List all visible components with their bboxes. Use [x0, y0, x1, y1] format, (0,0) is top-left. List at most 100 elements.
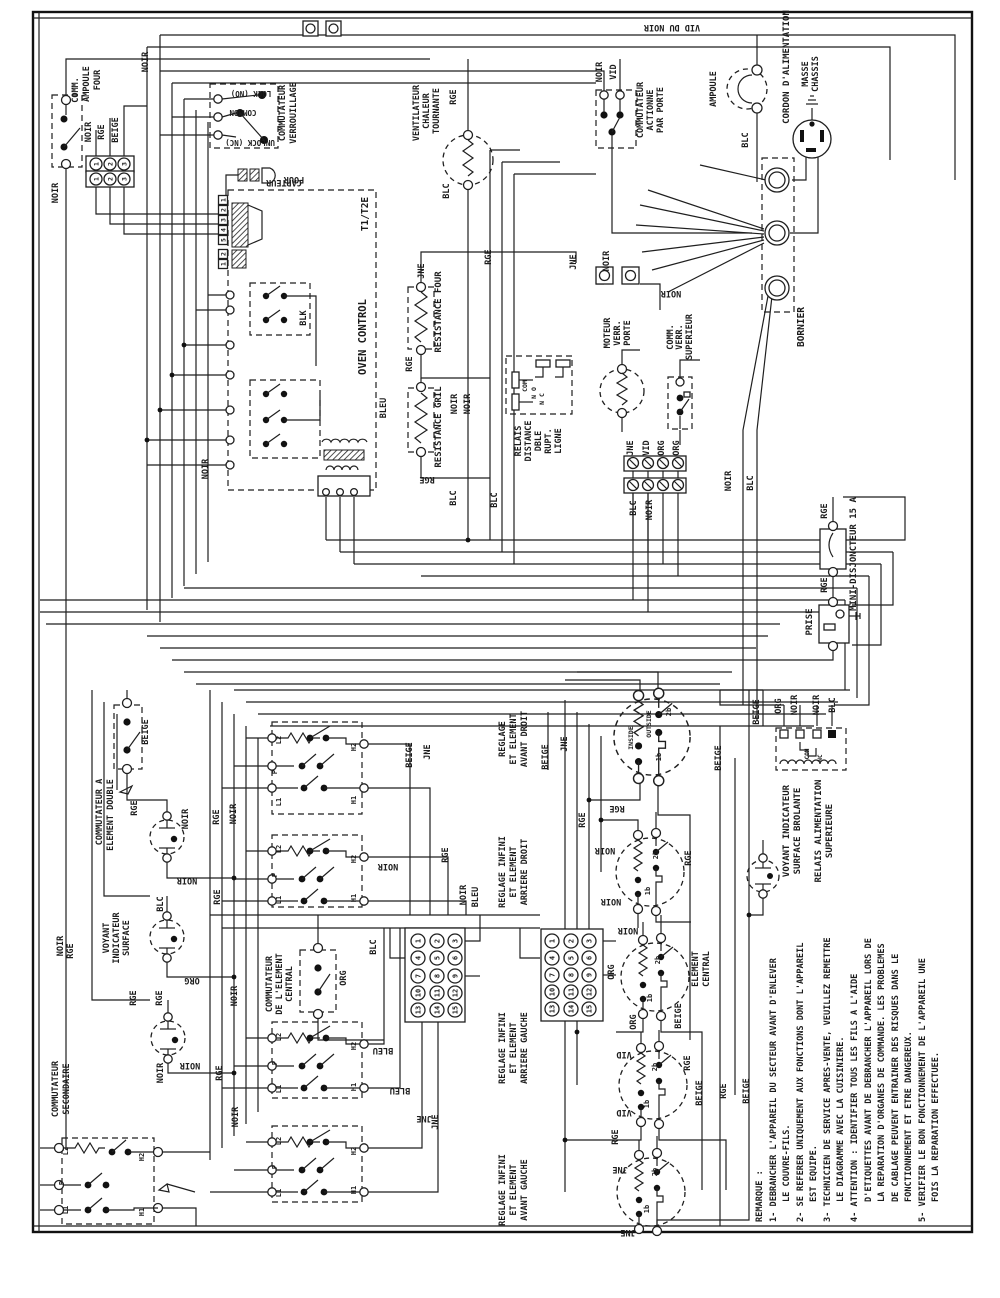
- wire-jne: JNE: [612, 1164, 627, 1174]
- sw-l2: L2: [62, 1147, 70, 1155]
- comm-secondaire-2: SECONDAIRE: [62, 1063, 72, 1114]
- note-line: 3- TECHNICIEN DE SERVICE APRES-VENTE, VE…: [823, 937, 833, 1222]
- oven-lamp: [726, 64, 768, 114]
- right-terminal-grid-terminal: [544, 1001, 560, 1017]
- wire-org: ORG: [657, 440, 667, 455]
- commutateur-verrouillage-1: COMMUTATEUR: [278, 84, 288, 141]
- note-line: LE COUVRE-FILS.: [782, 1124, 792, 1202]
- left-terminal-grid-terminal: [410, 950, 426, 966]
- wire-noir: NOIR: [594, 845, 615, 855]
- left-terminal-grid-number: 14: [434, 1006, 442, 1014]
- wire-noir: NOIR: [51, 182, 61, 203]
- wire-rge: RGE: [683, 1055, 693, 1070]
- right-terminal-grid-terminal: [563, 1001, 579, 1017]
- right-terminal-grid-number: 6: [586, 956, 594, 960]
- wire-beige: BEIGE: [405, 742, 415, 768]
- reglage-avant-gauche-2: ET ELEMENT: [509, 1164, 519, 1215]
- lamp-strip-bottom-number: 1: [93, 177, 101, 181]
- lamp-strip-bottom-terminal: [103, 172, 117, 186]
- wire-noir: NOIR: [377, 861, 398, 871]
- door-plunger-switches: [302, 20, 342, 37]
- right-terminal-grid-terminal: [563, 967, 579, 983]
- comm-element-central-3: CENTRAL: [285, 966, 295, 1002]
- wire-org: ORG: [607, 964, 617, 979]
- wire-bleu: BLEU: [471, 887, 481, 907]
- reglage-arriere-gauche-3: ARRIERE GAUCHE: [520, 1012, 530, 1084]
- wire-rge: RGE: [212, 809, 222, 824]
- oven-connector-strip-b-terminal: [217, 258, 229, 270]
- double-element-switch: [113, 697, 143, 795]
- wire-blc: BLC: [629, 500, 639, 515]
- ampoule: AMPOULE: [709, 71, 719, 107]
- door-switch: [595, 89, 637, 149]
- left-terminal-grid-number: 13: [415, 1006, 423, 1014]
- wire-beige: BEIGE: [752, 699, 762, 725]
- wire-bleu: BLEU: [373, 1045, 393, 1055]
- lamp-strip-bottom-terminal: [117, 172, 131, 186]
- oven-connector-strip-a-terminal: [217, 224, 229, 236]
- sw-h2: H2: [350, 743, 358, 751]
- unlock-nc: UNLOCK (NC): [225, 138, 275, 147]
- oven-control: [225, 189, 377, 491]
- wire-noir: NOIR: [450, 393, 460, 414]
- wire-noir: NOIR: [229, 803, 239, 824]
- lock-plunger-switches: [595, 266, 640, 285]
- left-terminal-grid-terminal: [410, 933, 426, 949]
- right-terminal-grid-terminal: [544, 967, 560, 983]
- wire-beige: BEIGE: [695, 1080, 705, 1106]
- wire-jne: JNE: [620, 1227, 635, 1237]
- left-terminal-grid-terminal: [429, 985, 445, 1001]
- note-line: 4- ATTENTION : IDENTIFIER TOUS LES FILS …: [850, 974, 860, 1222]
- left-terminal-grid-number: 11: [434, 989, 442, 997]
- wire-rge: RGE: [484, 249, 494, 264]
- wire-org: ORG: [629, 1014, 639, 1029]
- note-line: LE DIAGRAMME AVEC LA CUISINIERE.: [836, 1036, 846, 1202]
- sw-h2: H2: [138, 1153, 146, 1161]
- wire-rge: RGE: [97, 124, 107, 139]
- right-terminal-grid-number: 1: [549, 939, 557, 943]
- lock-switch: [209, 83, 279, 149]
- wire-noir: NOIR: [230, 985, 240, 1006]
- right-terminal-grid-number: 9: [586, 973, 594, 977]
- contact-1b: 1b: [646, 994, 654, 1002]
- relais-distance-3: DBLE: [534, 431, 544, 451]
- note-line: 5- VERIFIER LE BON FONCTIONNEMENT DE L'A…: [918, 958, 928, 1222]
- sw-l2: L2: [275, 1033, 283, 1041]
- right-terminal-grid-number: 12: [586, 988, 594, 996]
- page-border: [31, 10, 974, 1234]
- sw-l2: L2: [275, 1137, 283, 1145]
- wire-rge: RGE: [684, 850, 694, 865]
- lamp-strip-top-terminal: [89, 157, 103, 171]
- voyant-indicateur-3: SURFACE: [122, 920, 132, 956]
- relay-terminal-strips: [623, 455, 687, 494]
- wire-rge: RGE: [215, 1065, 225, 1080]
- oven-connector-strip-a-number: 1: [220, 198, 228, 202]
- lock-no: LOCK (NO): [231, 89, 272, 98]
- reglage-arriere-droit-1: REGLAGE INFINI: [498, 836, 508, 908]
- sw-l2: L2: [275, 736, 283, 744]
- right-terminal-grid-number: 3: [586, 939, 594, 943]
- t1-t2e: T1/T2E: [360, 197, 371, 232]
- left-terminal-grid-terminal: [410, 1002, 426, 1018]
- comm-verr-superieur-3: SUPERIEUR: [685, 313, 695, 360]
- element-outside: OUTSIDE: [645, 710, 653, 737]
- wire-noir: NOIR: [181, 808, 191, 829]
- comm-porte-1: COMMUTATEUR: [636, 81, 646, 138]
- sw-h2: H2: [350, 855, 358, 863]
- wire-blc: BLC: [442, 183, 452, 198]
- note-line: FOIS LA REPARATION EFFECTUEE.: [931, 1052, 941, 1202]
- oven-connector-strip-b-terminal: [217, 248, 229, 260]
- contact-2b: 2b: [654, 956, 662, 964]
- wire-rge: RGE: [820, 503, 830, 518]
- wire-noir: NOIR: [724, 470, 734, 491]
- reglage-avant-gauche-3: AVANT GAUCHE: [520, 1159, 530, 1220]
- relais-alimentation-2: SUPERIEURE: [825, 804, 835, 858]
- relay-nc: NC: [817, 754, 824, 762]
- oven-connector-strip-a-terminal: [217, 214, 229, 226]
- wire-noir: NOIR: [645, 499, 655, 520]
- wire-bleu: BLEU: [390, 1085, 410, 1095]
- reglage-arriere-droit-3: ARRIERE DROIT: [520, 839, 530, 906]
- wire-jne: JNE: [560, 736, 570, 751]
- wire-blc: BLC: [828, 697, 838, 712]
